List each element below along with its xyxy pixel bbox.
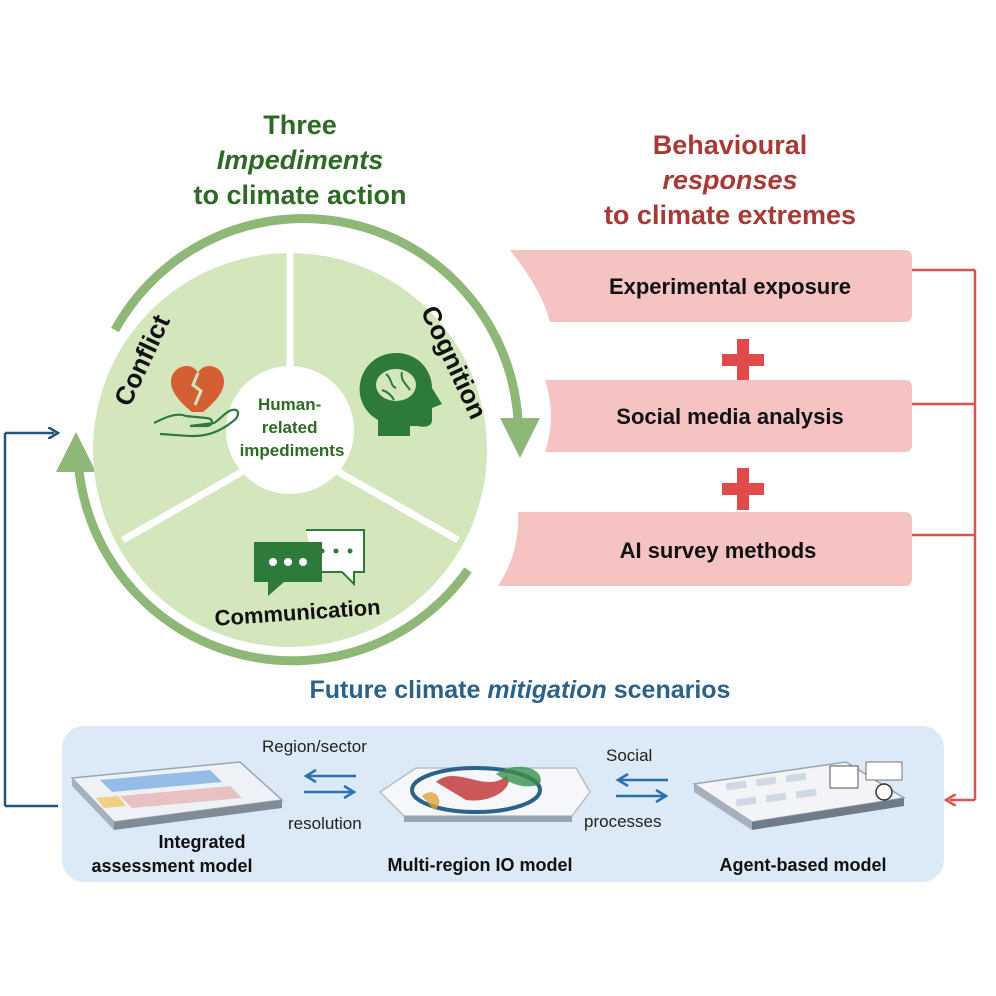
navy-feedback-connector [3,433,58,808]
method-label-experimental: Experimental exposure [608,274,852,299]
ring-arrowhead-right [500,418,540,458]
wheel-divider-right [333,466,460,544]
scenarios-title-part3: scenarios [606,676,731,704]
method-label-social: Social media analysis [616,404,844,429]
wheel-center-line2: related [262,418,318,437]
impediments-title: Three Impediments to climate action [130,108,470,213]
impediments-title-line1: Three [263,110,337,140]
wheel-divider-left [121,466,247,544]
method-box-ai: AI survey methods [498,512,912,586]
responses-title-line2: responses [662,165,798,195]
responses-title-line3: to climate extremes [603,200,857,230]
svg-text:Human- related impedim: Human- related impediments [240,395,345,460]
scenarios-title: Future climate mitigation scenarios [250,676,790,705]
link-label-region-sector: Region/sector [262,737,367,756]
ring-arc-top [111,214,523,421]
red-connectors [912,268,977,800]
model-label-iam-line2: assessment model [91,856,253,876]
wheel-center-line3: impediments [240,441,345,460]
scenarios-title-part1: Future climate [309,676,488,704]
method-box-experimental: Experimental exposure [510,250,912,322]
right-double-arrow-icon [615,772,669,804]
brain-head-icon [359,352,442,436]
wheel-center-line1: Human- [258,395,321,414]
responses-title: Behavioural responses to climate extreme… [540,128,920,233]
method-box-social: Social media analysis [545,380,912,452]
plus-icon-2 [720,466,766,517]
responses-title-line1: Behavioural [652,130,808,160]
mrio-device-icon [378,766,591,822]
model-label-iam-line1: Integrated [158,832,246,852]
broken-heart-hand-icon [153,366,240,438]
model-label-abm: Agent-based model [719,855,887,875]
model-label-mrio: Multi-region IO model [387,855,573,875]
wheel-center [226,366,354,494]
impediments-title-line3: to climate action [193,180,407,210]
speech-bubbles-icon [254,529,365,596]
impediments-title-line2: Impediments [216,145,384,175]
link-label-social: Social [606,746,653,765]
ring-arc-bottom [73,459,472,666]
abm-device-icon [691,761,907,830]
ring-arrowhead-left [56,432,96,472]
link-label-processes: processes [584,812,662,831]
method-label-ai: AI survey methods [619,538,817,563]
iam-device-icon [70,761,284,830]
left-double-arrow-icon [303,768,357,800]
plus-icon-1 [720,337,766,388]
model-label-iam: Integrated assessment model [64,830,280,878]
scenarios-title-part2: mitigation [487,676,607,704]
link-label-resolution: resolution [288,814,362,833]
